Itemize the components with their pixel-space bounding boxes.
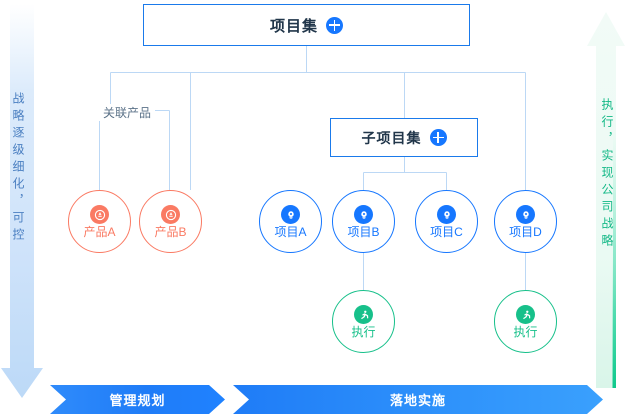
rocket-icon	[437, 205, 456, 224]
node-project-b[interactable]: 项目B	[332, 190, 395, 253]
program-box-label: 项目集	[269, 17, 318, 35]
node-label: 执行	[351, 325, 376, 339]
left-axis-label: 战略逐级细化，可控	[11, 92, 25, 245]
node-label: 项目C	[430, 225, 463, 239]
node-label: 产品A	[83, 225, 116, 239]
node-label: 执行	[513, 325, 538, 339]
rocket-icon	[281, 205, 300, 224]
subprogram-box-label: 子项目集	[361, 129, 422, 146]
node-label: 产品B	[154, 225, 187, 239]
runner-icon	[516, 305, 535, 324]
node-execute-b[interactable]: 执行	[332, 290, 395, 353]
left-arrow-shape	[1, 4, 43, 398]
rocket-icon	[354, 205, 373, 224]
node-label: 项目B	[347, 225, 380, 239]
tree-connectors	[98, 46, 527, 290]
related-products-bracket-label: 关联产品	[99, 104, 156, 121]
right-arrow-shape	[587, 12, 625, 388]
node-label: 项目A	[274, 225, 307, 239]
node-project-a[interactable]: 项目A	[259, 190, 322, 253]
banner-implementation[interactable]: 落地实施	[233, 385, 603, 414]
banner-label: 管理规划	[109, 393, 166, 408]
subprogram-box[interactable]: 子项目集	[330, 118, 478, 157]
grid-icon	[326, 16, 343, 34]
node-project-c[interactable]: 项目C	[415, 190, 478, 253]
node-product-b[interactable]: 产品B	[139, 190, 202, 253]
banner-management-planning[interactable]: 管理规划	[50, 385, 225, 414]
node-execute-d[interactable]: 执行	[494, 290, 557, 353]
node-product-a[interactable]: 产品A	[68, 190, 131, 253]
runner-icon	[354, 305, 373, 324]
grid-icon	[429, 129, 447, 146]
banner-label: 落地实施	[389, 393, 446, 408]
program-box[interactable]: 项目集	[143, 4, 470, 46]
right-axis-label: 执行，实现公司战略	[600, 98, 614, 251]
rocket-icon	[516, 205, 535, 224]
node-project-d[interactable]: 项目D	[494, 190, 557, 253]
node-label: 项目D	[509, 225, 542, 239]
product-icon	[161, 205, 180, 224]
product-icon	[90, 205, 109, 224]
